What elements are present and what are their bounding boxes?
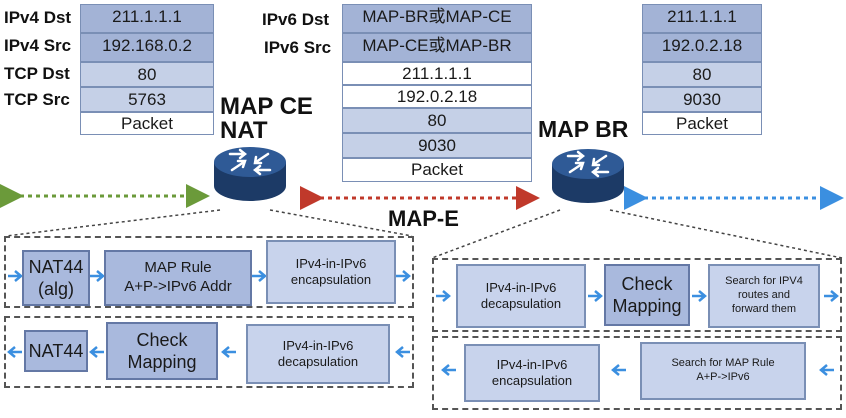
left-label-ipv4-dst: IPv4 Dst	[4, 8, 72, 27]
middle-ipv4-src-value: 192.0.2.18	[342, 85, 532, 108]
left-ipv4-dst-value: 211.1.1.1	[80, 4, 214, 33]
middle-tcp-src-value: 9030	[342, 133, 532, 158]
map-ce-nat-title: NAT	[220, 117, 268, 144]
middle-ipv6-dst-value: MAP-BR或MAP-CE	[342, 4, 532, 33]
br-map-rule-search-box: Search for MAP Rule A+P->IPv6	[640, 342, 806, 400]
ce-nat44-box: NAT44	[24, 330, 88, 372]
left-label-tcp-dst: TCP Dst	[4, 64, 70, 83]
left-packet-payload: Packet	[80, 112, 214, 135]
br-check-mapping-box: Check Mapping	[604, 264, 690, 326]
right-ipv4-dst-value: 211.1.1.1	[642, 4, 762, 33]
ce-upstream-panel	[4, 236, 414, 308]
middle-ipv6-src-value: MAP-CE或MAP-BR	[342, 33, 532, 62]
ce-decapsulation-box: IPv4-in-IPv6 decapsulation	[246, 324, 390, 384]
br-encapsulation-box: IPv4-in-IPv6 encapsulation	[464, 344, 600, 402]
map-ce-title: MAP CE	[220, 93, 313, 120]
middle-tcp-dst-value: 80	[342, 108, 532, 133]
left-label-tcp-src: TCP Src	[4, 90, 70, 109]
br-flow-arrows	[436, 290, 839, 376]
left-tcp-src-value: 5763	[80, 87, 214, 112]
br-decapsulation-box: IPv4-in-IPv6 decapsulation	[456, 264, 586, 328]
right-ipv4-src-value: 192.0.2.18	[642, 33, 762, 62]
right-packet-payload: Packet	[642, 112, 762, 135]
br-ipv4-routes-box: Search for IPV4 routes and forward them	[708, 264, 820, 328]
ce-encapsulation-box: IPv4-in-IPv6 encapsulation	[266, 240, 396, 304]
br-upstream-panel	[432, 336, 842, 410]
ce-map-rule-box: MAP Rule A+P->IPv6 Addr	[104, 250, 252, 306]
right-tcp-src-value: 9030	[642, 87, 762, 112]
router-icon	[214, 147, 286, 201]
ce-flow-arrows	[7, 270, 411, 358]
ce-downstream-panel	[4, 316, 414, 388]
middle-label-ipv6-dst: IPv6 Dst	[262, 10, 330, 29]
right-tcp-dst-value: 80	[642, 62, 762, 87]
left-ipv4-src-value: 192.168.0.2	[80, 33, 214, 62]
ce-check-mapping-box: Check Mapping	[106, 322, 218, 380]
middle-ipv4-dst-value: 211.1.1.1	[342, 62, 532, 85]
middle-label-ipv6-src: IPv6 Src	[264, 38, 332, 57]
br-downstream-panel	[432, 258, 842, 332]
left-tcp-dst-value: 80	[80, 62, 214, 87]
map-e-label: MAP-E	[388, 206, 459, 231]
left-label-ipv4-src: IPv4 Src	[4, 36, 72, 55]
ce-nat44-alg-box: NAT44 (alg)	[22, 250, 90, 306]
middle-packet-payload: Packet	[342, 158, 532, 182]
map-br-title: MAP BR	[538, 116, 629, 142]
router-icon	[552, 149, 624, 203]
